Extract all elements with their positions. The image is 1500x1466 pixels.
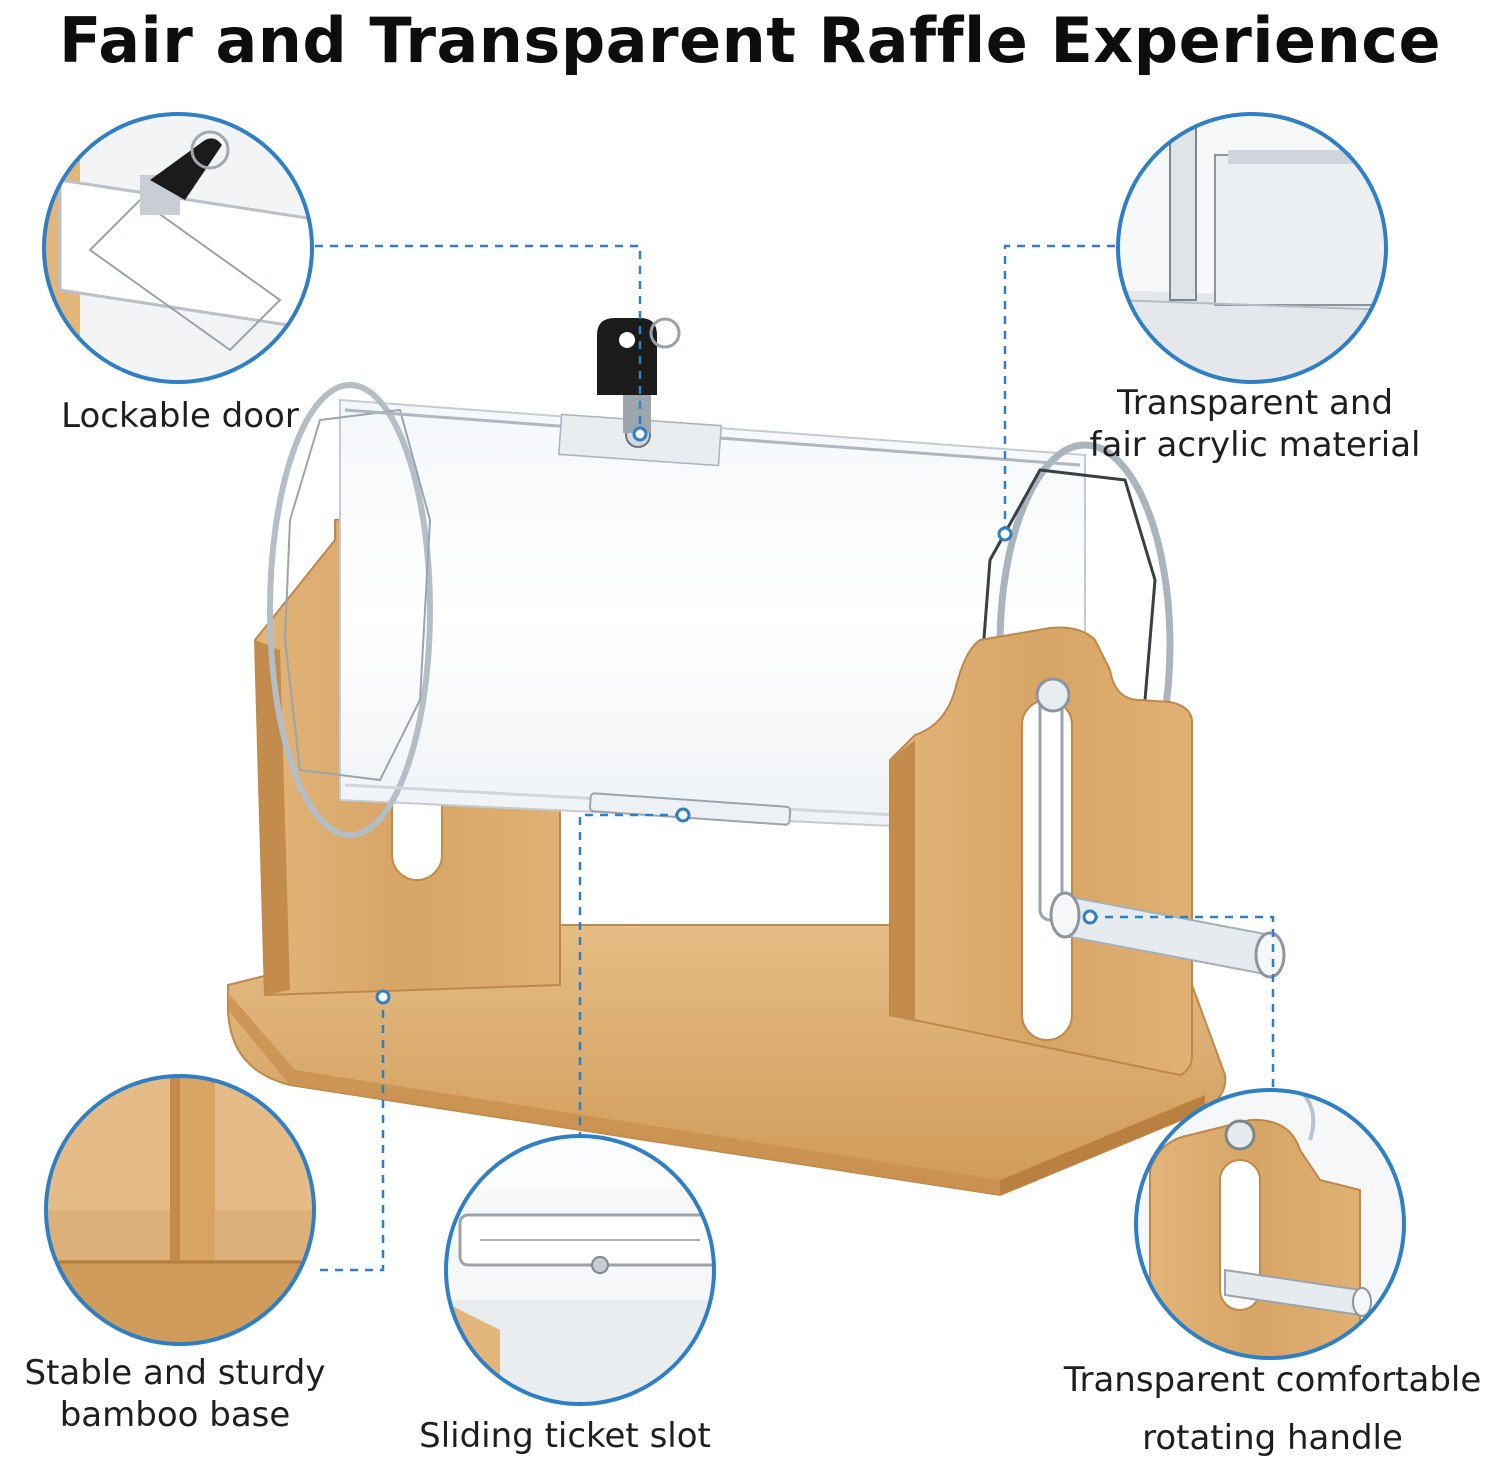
- label-handle-line2: rotating handle: [1142, 1418, 1403, 1458]
- label-bamboo-base: Stable and sturdy bamboo base: [10, 1352, 340, 1436]
- detail-circle-ticket-slot: [444, 1134, 716, 1406]
- label-bamboo-base-line2: bamboo base: [59, 1395, 291, 1435]
- rotating-handle: [1049, 891, 1286, 979]
- label-acrylic-line1: Transparent and: [1116, 383, 1394, 423]
- label-handle: Transparent comfortable rotating handle: [1050, 1358, 1495, 1460]
- right-stand: [889, 626, 1193, 1077]
- detail-circle-lockable-door: [42, 112, 314, 384]
- label-lockable-door-text: Lockable door: [61, 396, 299, 436]
- dot-acrylic: [997, 526, 1013, 542]
- leader-base: [315, 995, 385, 1272]
- raffle-drum-product: [227, 317, 1286, 1197]
- leader-handle: [1090, 915, 1275, 1090]
- label-ticket-slot-text: Sliding ticket slot: [419, 1416, 711, 1456]
- dot-base: [375, 989, 391, 1005]
- label-acrylic: Transparent and fair acrylic material: [1060, 382, 1450, 466]
- acrylic-drum: [267, 382, 1174, 849]
- label-lockable-door: Lockable door: [40, 395, 320, 437]
- detail-circle-handle: [1134, 1088, 1406, 1360]
- label-handle-line1: Transparent comfortable: [1063, 1360, 1482, 1400]
- label-acrylic-line2: fair acrylic material: [1089, 425, 1421, 465]
- leader-acrylic: [1003, 244, 1115, 532]
- dot-slot: [675, 807, 691, 823]
- page-title: Fair and Transparent Raffle Experience: [58, 4, 1442, 77]
- detail-circle-acrylic: [1116, 112, 1388, 384]
- leader-dots: [375, 426, 1098, 1005]
- leader-lockable-door: [315, 244, 642, 432]
- detail-circle-bamboo-base: [44, 1074, 316, 1346]
- label-bamboo-base-line1: Stable and sturdy: [24, 1353, 326, 1393]
- key: [597, 317, 681, 433]
- label-ticket-slot: Sliding ticket slot: [400, 1415, 730, 1457]
- dot-handle: [1082, 909, 1098, 925]
- dot-lockable-door: [632, 426, 648, 442]
- leader-slot: [578, 813, 683, 1138]
- leader-lines: [315, 244, 1275, 1272]
